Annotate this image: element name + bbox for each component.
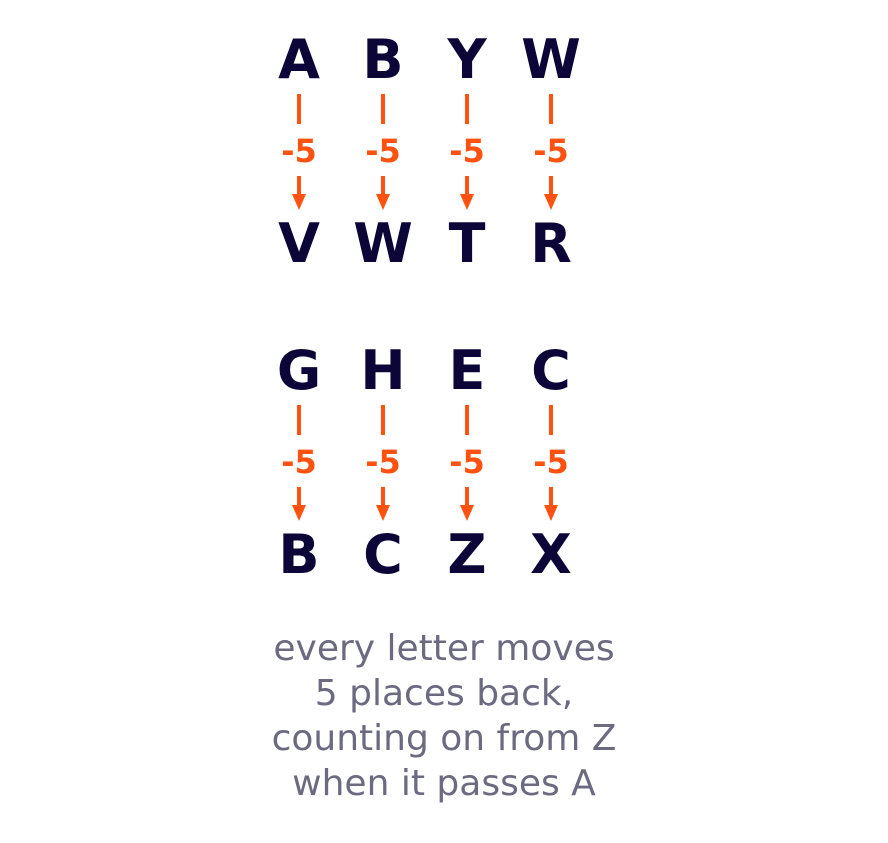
caption-line: counting on from Z bbox=[271, 718, 617, 759]
down-arrow-icon bbox=[292, 487, 306, 521]
down-arrow-icon bbox=[460, 176, 474, 210]
caption-line: when it passes A bbox=[292, 763, 596, 804]
down-arrow-icon bbox=[292, 176, 306, 210]
down-arrow-icon bbox=[376, 176, 390, 210]
caption-line: every letter moves bbox=[273, 628, 615, 669]
shift-label: -5 bbox=[365, 443, 401, 481]
plain-letter: E bbox=[448, 339, 486, 402]
cipher-letter: T bbox=[448, 212, 486, 275]
arrow-stem bbox=[297, 94, 301, 124]
shift-label: -5 bbox=[281, 443, 317, 481]
cipher-letter: W bbox=[353, 212, 413, 275]
arrow-stem bbox=[465, 94, 469, 124]
cipher-letter: V bbox=[278, 212, 320, 275]
cipher-letter: C bbox=[363, 523, 403, 586]
shift-label: -5 bbox=[533, 132, 569, 170]
cipher-letter: Z bbox=[447, 523, 487, 586]
shift-label: -5 bbox=[365, 132, 401, 170]
plain-letter: A bbox=[278, 28, 320, 91]
cipher-letter: B bbox=[278, 523, 320, 586]
down-arrow-icon bbox=[376, 487, 390, 521]
shift-label: -5 bbox=[281, 132, 317, 170]
arrow-stem bbox=[297, 405, 301, 435]
arrow-stem bbox=[549, 94, 553, 124]
plain-letter: C bbox=[531, 339, 571, 402]
caption-line: 5 places back, bbox=[314, 673, 574, 714]
shift-label: -5 bbox=[533, 443, 569, 481]
down-arrow-icon bbox=[544, 487, 558, 521]
down-arrow-icon bbox=[460, 487, 474, 521]
plain-letter: H bbox=[360, 339, 406, 402]
cipher-letter: X bbox=[530, 523, 572, 586]
arrow-stem bbox=[465, 405, 469, 435]
down-arrow-icon bbox=[544, 176, 558, 210]
cipher-letter: R bbox=[530, 212, 572, 275]
arrow-stem bbox=[549, 405, 553, 435]
plain-letter: W bbox=[521, 28, 581, 91]
shift-label: -5 bbox=[449, 132, 485, 170]
plain-letter: Y bbox=[447, 28, 487, 91]
plain-letter: G bbox=[276, 339, 322, 402]
arrow-stem bbox=[381, 94, 385, 124]
shift-label: -5 bbox=[449, 443, 485, 481]
arrow-stem bbox=[381, 405, 385, 435]
plain-letter: B bbox=[362, 28, 404, 91]
caption: every letter moves 5 places back, counti… bbox=[0, 626, 888, 806]
